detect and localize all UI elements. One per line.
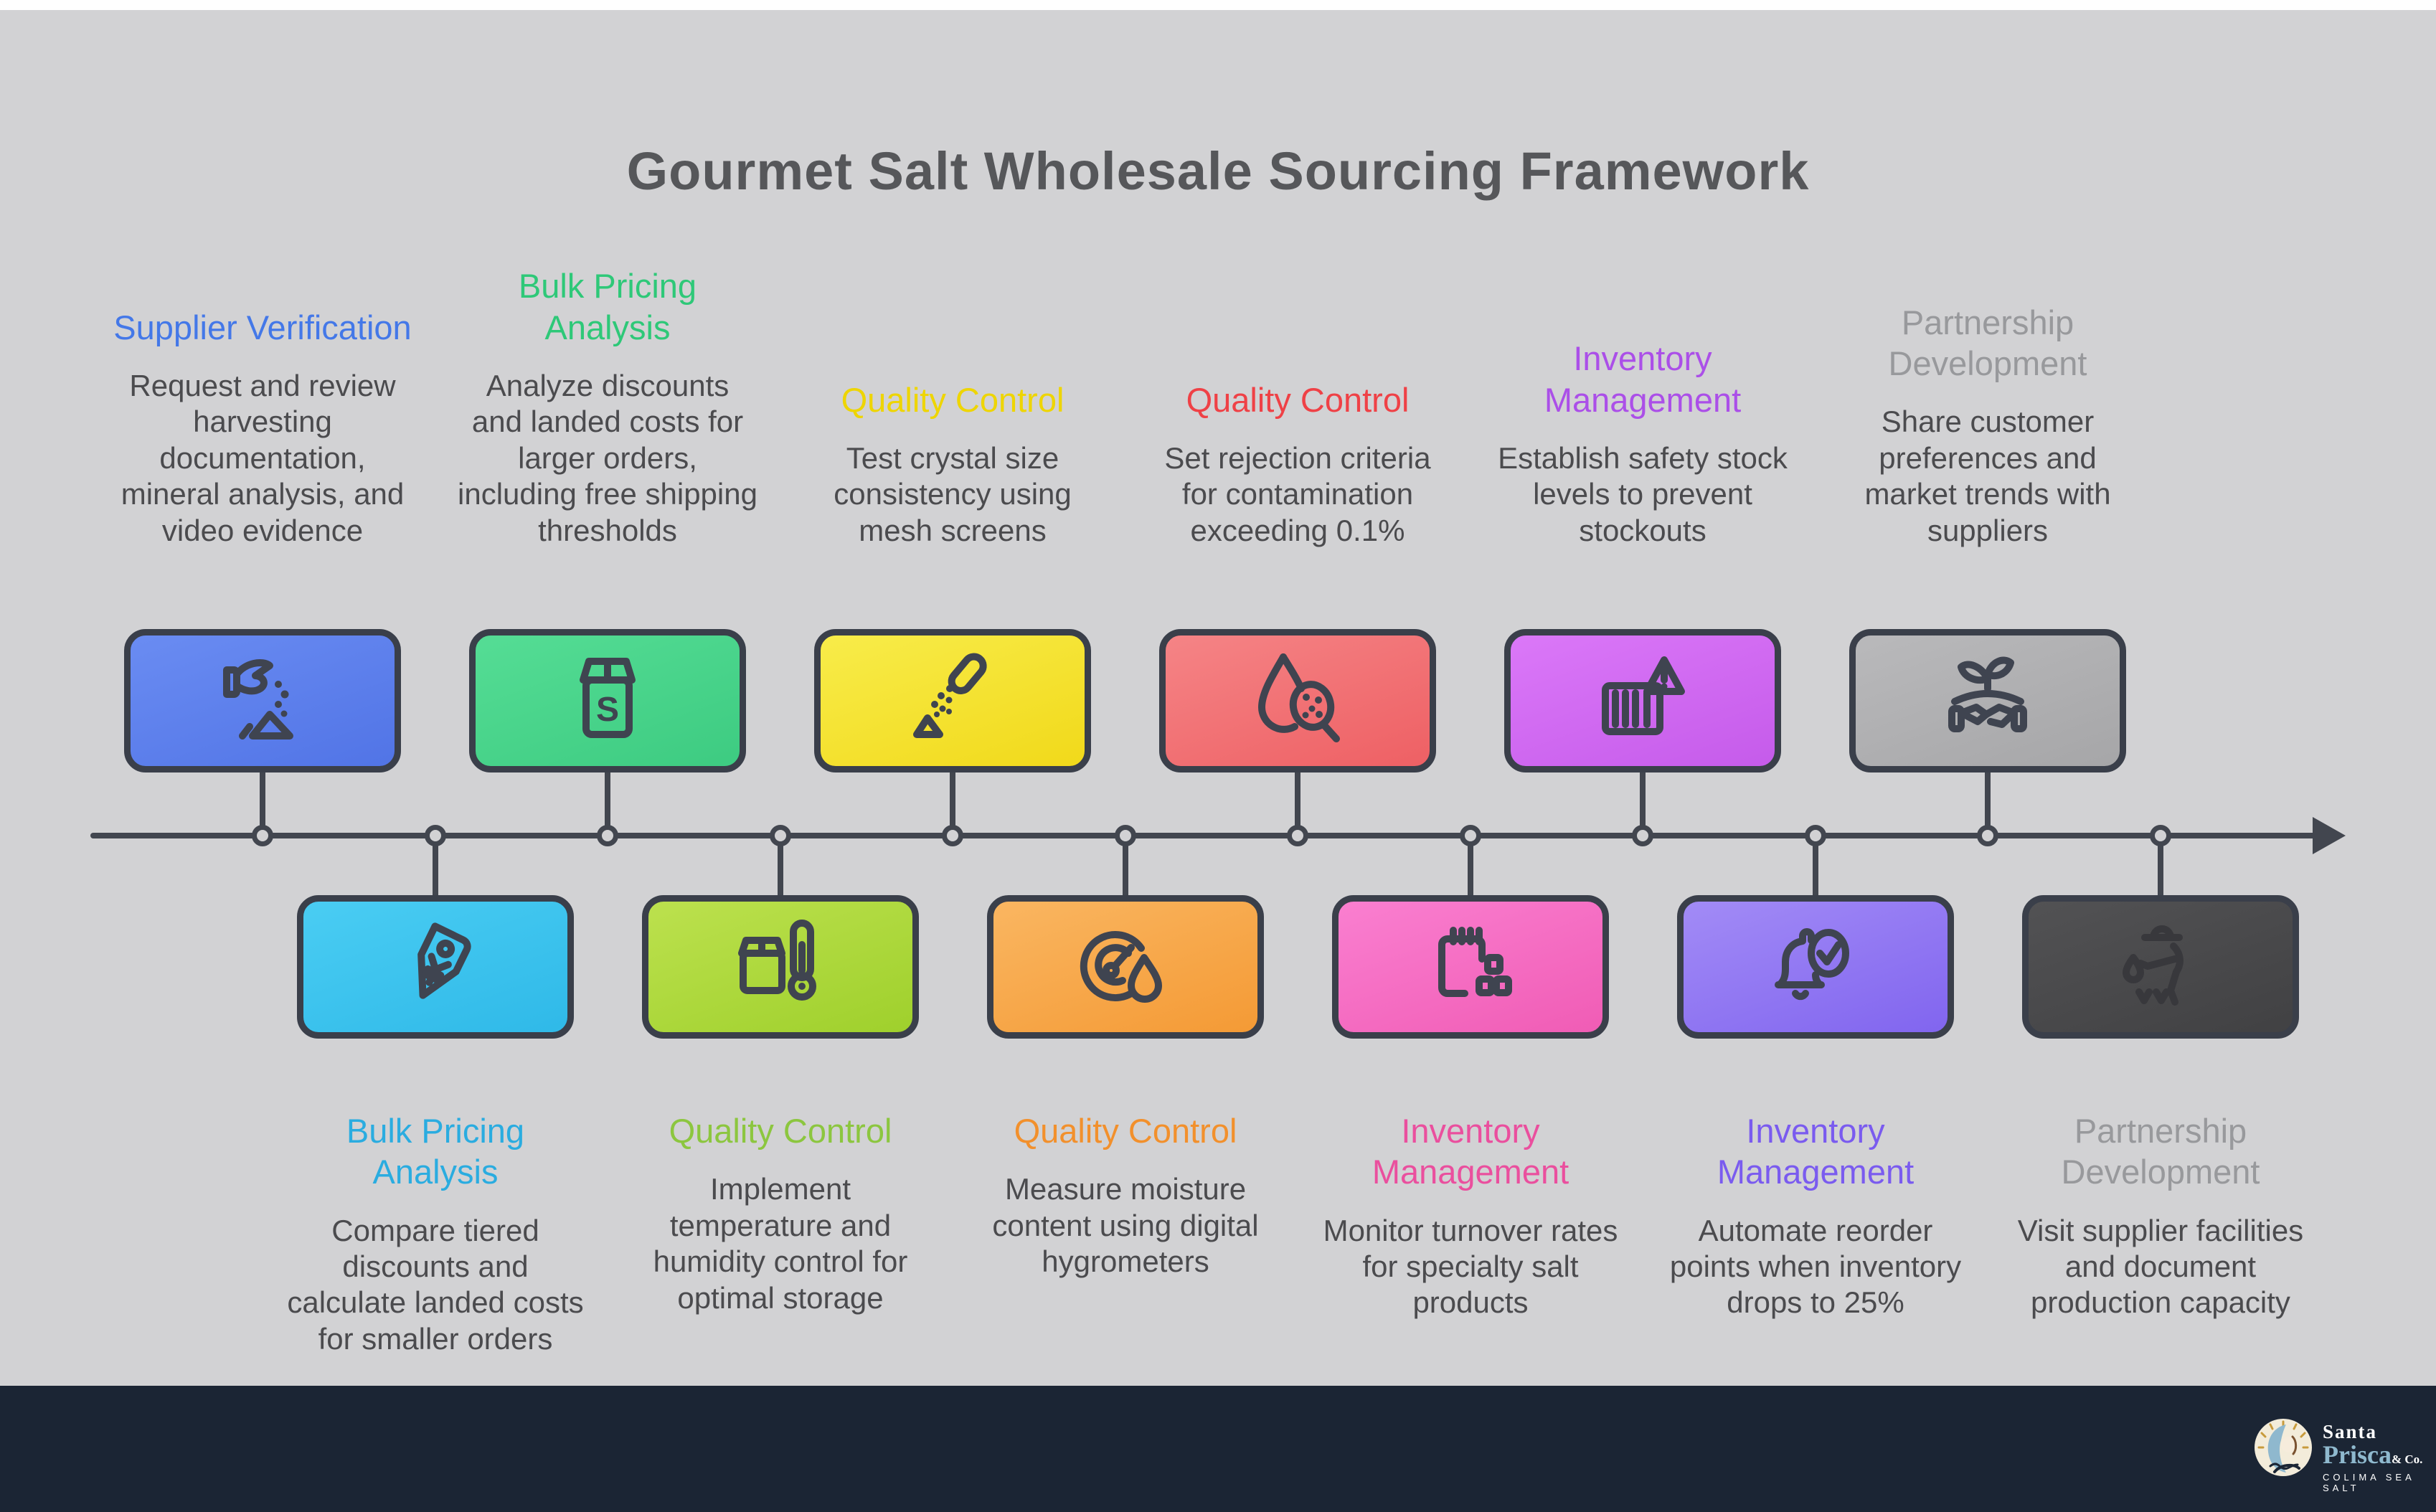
- connector-stem: [1640, 769, 1646, 835]
- timeline-node-dot: [1977, 825, 1998, 846]
- handshake-sprout-icon: [1948, 656, 2027, 732]
- connector-stem: [1813, 836, 1818, 900]
- step-description: Monitor turnover rates for specialty sal…: [1323, 1213, 1618, 1320]
- connector-stem: [605, 769, 610, 835]
- moisture-gauge-icon: [1080, 931, 1162, 1003]
- brand-name-line2: Prisca& Co.: [2323, 1440, 2423, 1470]
- step-description: Analyze discounts and landed costs for l…: [458, 369, 757, 547]
- step-description: Request and review harvesting documentat…: [121, 369, 405, 547]
- step-text-partnership-bottom: Partnership Development Visit supplier f…: [2010, 1110, 2311, 1321]
- step-description: Establish safety stock levels to prevent…: [1498, 440, 1788, 547]
- top-border-strip: [0, 0, 2436, 10]
- connector-stem: [2158, 836, 2163, 900]
- step-box-partnership-bottom: [2022, 895, 2299, 1039]
- step-text-quality-control-contamination: Quality Control Set rejection criteria f…: [1147, 379, 1448, 549]
- brand-emblem-icon: [2255, 1419, 2312, 1476]
- step-text-inventory-turnover: Inventory Management Monitor turnover ra…: [1320, 1110, 1621, 1321]
- hand-sprinkling-salt-icon: [223, 659, 293, 740]
- timeline-node-dot: [1805, 825, 1826, 846]
- inventory-notepad-icon: [1438, 927, 1512, 997]
- step-box-partnership-top: [1849, 629, 2126, 772]
- step-text-quality-control-storage: Quality Control Implement temperature an…: [630, 1110, 931, 1316]
- step-label: Bulk Pricing Analysis: [346, 1112, 525, 1191]
- timeline-node-dot: [1632, 825, 1653, 846]
- step-box-bulk-pricing-bottom: [297, 895, 574, 1039]
- step-box-quality-control-contamination: [1159, 629, 1436, 772]
- step-description: Test crystal size consistency using mesh…: [834, 440, 1072, 547]
- step-label: Supplier Verification: [113, 308, 412, 346]
- step-label: Inventory Management: [1372, 1112, 1569, 1191]
- step-text-partnership-top: Partnership Development Share customer p…: [1837, 302, 2138, 549]
- brand-logo: Santa Prisca& Co. COLIMA SEA SALT: [2323, 1421, 2436, 1494]
- step-box-inventory-turnover: [1332, 895, 1609, 1039]
- connector-stem: [1123, 836, 1128, 900]
- step-text-quality-control-moisture: Quality Control Measure moisture content…: [975, 1110, 1276, 1280]
- brand-suffix: & Co.: [2391, 1452, 2423, 1467]
- timeline-node-dot: [2150, 825, 2171, 846]
- step-description: Automate reorder points when inventory d…: [1669, 1213, 1962, 1320]
- timeline-node-dot: [770, 825, 791, 846]
- timeline-node-dot: [597, 825, 618, 846]
- step-box-supplier-verification: [124, 629, 401, 772]
- timeline-arrowhead-icon: [2313, 817, 2346, 854]
- timeline-node-dot: [252, 825, 273, 846]
- step-box-inventory-reorder: [1677, 895, 1954, 1039]
- package-thermometer-icon: [738, 920, 816, 1001]
- step-text-supplier-verification: Supplier Verification Request and review…: [112, 307, 413, 549]
- timeline-axis: [90, 833, 2318, 838]
- step-description: Visit supplier facilities and document p…: [2017, 1213, 2304, 1320]
- timeline-node-dot: [1287, 825, 1308, 846]
- connector-stem: [950, 769, 955, 835]
- svg-text:S: S: [596, 691, 619, 729]
- step-description: Set rejection criteria for contamination…: [1164, 440, 1431, 547]
- connector-stem: [433, 836, 438, 900]
- step-label: Bulk Pricing Analysis: [518, 267, 697, 346]
- step-box-quality-control-moisture: [987, 895, 1264, 1039]
- connector-stem: [1468, 836, 1473, 900]
- step-description: Measure moisture content using digital h…: [992, 1172, 1259, 1279]
- brand-name-line1: Santa: [2323, 1421, 2378, 1442]
- salt-shaker-icon: [913, 653, 987, 738]
- step-label: Quality Control: [1014, 1112, 1237, 1150]
- step-text-inventory-safety-stock: Inventory Management Establish safety st…: [1492, 338, 1793, 549]
- timeline-node-dot: [1460, 825, 1481, 846]
- price-tag-icon: [417, 922, 471, 999]
- timeline-node-dot: [425, 825, 446, 846]
- step-label: Quality Control: [841, 380, 1064, 419]
- connector-stem: [1295, 769, 1300, 835]
- timeline-node-dot: [942, 825, 963, 846]
- step-box-quality-control-shaker: [814, 629, 1091, 772]
- step-label: Inventory Management: [1717, 1112, 1915, 1191]
- crate-warning-icon: [1602, 656, 1685, 735]
- page-title: Gourmet Salt Wholesale Sourcing Framewor…: [626, 141, 1810, 201]
- step-text-quality-control-shaker: Quality Control Test crystal size consis…: [802, 379, 1103, 549]
- step-label: Partnership Development: [2061, 1112, 2260, 1191]
- connector-stem: [260, 769, 265, 835]
- contamination-droplet-magnifier-icon: [1258, 653, 1340, 742]
- step-text-bulk-pricing-bottom: Bulk Pricing Analysis Compare tiered dis…: [285, 1110, 586, 1357]
- step-label: Quality Control: [1186, 380, 1410, 419]
- step-box-bulk-pricing-top: S: [469, 629, 746, 772]
- reorder-bell-check-icon: [1775, 928, 1849, 1001]
- step-label: Quality Control: [669, 1112, 892, 1150]
- step-description: Compare tiered discounts and calculate l…: [287, 1213, 584, 1356]
- step-label: Inventory Management: [1544, 339, 1742, 419]
- salt-package-icon: S: [580, 658, 636, 738]
- step-box-quality-control-storage: [642, 895, 919, 1039]
- step-text-bulk-pricing-top: Bulk Pricing Analysis Analyze discounts …: [457, 265, 758, 549]
- connector-stem: [1985, 769, 1991, 835]
- step-description: Share customer preferences and market tr…: [1864, 405, 2111, 547]
- step-label: Partnership Development: [1888, 303, 2087, 383]
- step-description: Implement temperature and humidity contr…: [653, 1172, 908, 1315]
- step-box-inventory-safety-stock: [1504, 629, 1781, 772]
- brand-tagline: COLIMA SEA SALT: [2323, 1472, 2415, 1494]
- step-text-inventory-reorder: Inventory Management Automate reorder po…: [1665, 1110, 1966, 1321]
- timeline-node-dot: [1115, 825, 1136, 846]
- footer-bar: [0, 1386, 2436, 1512]
- connector-stem: [778, 836, 783, 900]
- salt-farmer-icon: [2123, 925, 2184, 1006]
